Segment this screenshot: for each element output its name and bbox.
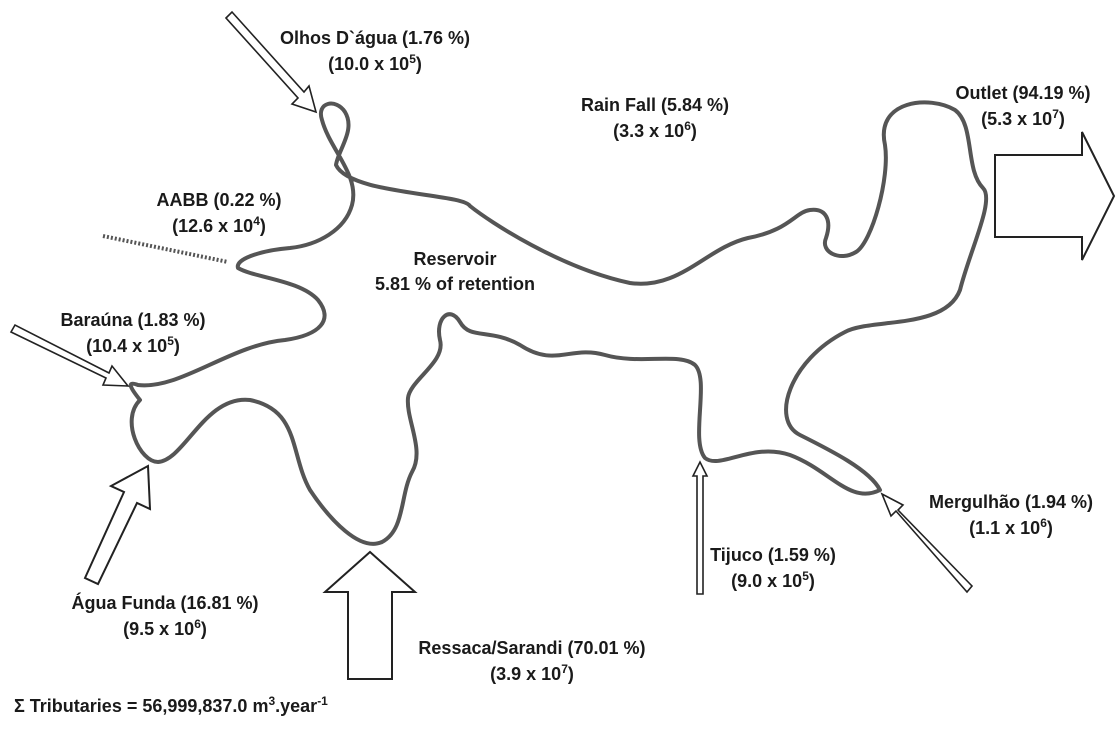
olhos-dagua-arrow — [224, 10, 318, 114]
tijuco-label: Tijuco (1.59 %) — [710, 545, 836, 565]
aabb-flow: (12.6 x 104) — [172, 214, 266, 236]
reservoir-title: Reservoir — [413, 249, 496, 269]
barauna-label: Baraúna (1.83 %) — [60, 310, 205, 330]
ressaca-sarandi-flow: (3.9 x 107) — [490, 662, 574, 684]
mergulhao-flow: (1.1 x 106) — [969, 516, 1053, 538]
reservoir-outline — [128, 100, 989, 546]
mergulhao-label: Mergulhão (1.94 %) — [929, 492, 1093, 512]
aabb-dotted-line — [102, 234, 229, 264]
reservoir-retention: 5.81 % of retention — [375, 274, 535, 294]
tijuco-arrow — [691, 460, 709, 595]
barauna-flow: (10.4 x 105) — [86, 334, 180, 356]
agua-funda-label: Água Funda (16.81 %) — [71, 592, 258, 613]
rain-fall-label: Rain Fall (5.84 %) — [581, 95, 729, 115]
ressaca-sarandi-arrow — [322, 550, 418, 680]
rain-fall-flow: (3.3 x 106) — [613, 119, 697, 141]
outlet-flow: (5.3 x 107) — [981, 107, 1065, 129]
ressaca-sarandi-label: Ressaca/Sarandi (70.01 %) — [418, 638, 645, 658]
aabb-label: AABB (0.22 %) — [156, 190, 281, 210]
mergulhao-arrow — [880, 492, 974, 594]
tributaries-total: Σ Tributaries = 56,999,837.0 m3.year-1 — [14, 694, 328, 716]
agua-funda-flow: (9.5 x 106) — [123, 617, 207, 639]
outlet-label: Outlet (94.19 %) — [955, 83, 1090, 103]
agua-funda-arrow — [83, 464, 152, 586]
olhos-dagua-label: Olhos D`água (1.76 %) — [280, 28, 470, 48]
outlet-arrow — [994, 131, 1116, 261]
barauna-arrow — [9, 323, 130, 387]
olhos-dagua-flow: (10.0 x 105) — [328, 52, 422, 74]
tijuco-flow: (9.0 x 105) — [731, 569, 815, 591]
